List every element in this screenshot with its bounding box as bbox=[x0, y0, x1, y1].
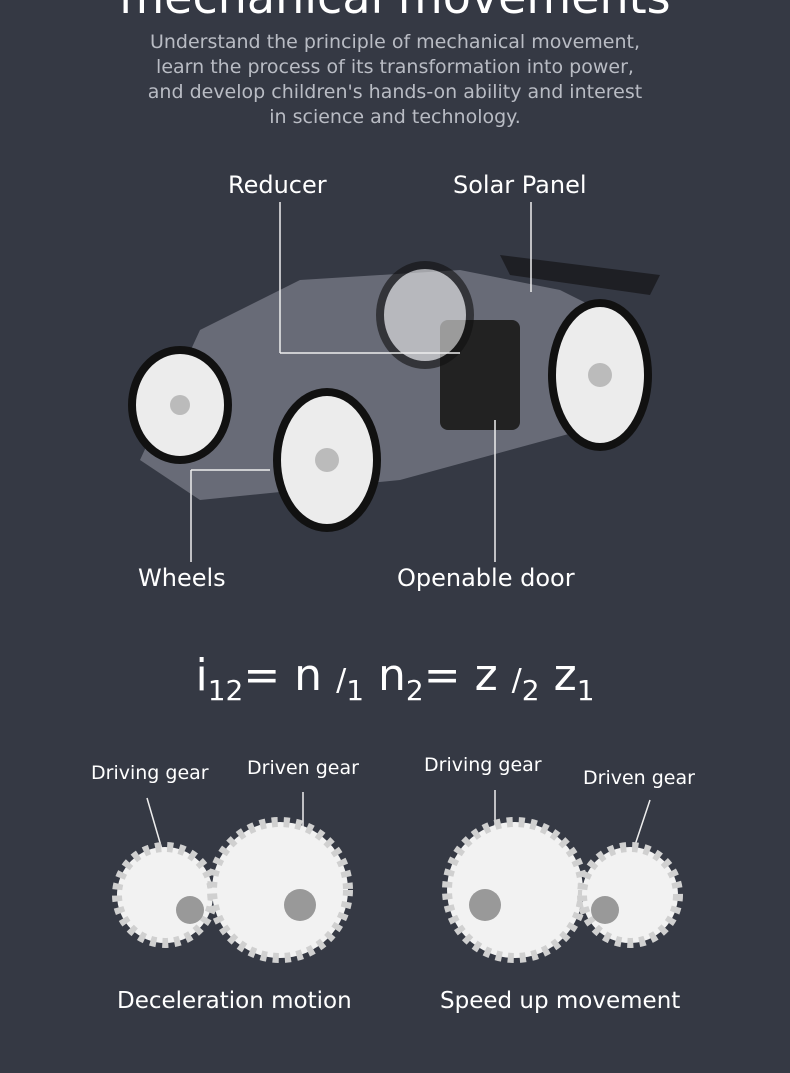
page-title: mechanical movements bbox=[0, 0, 790, 24]
car-illustration bbox=[128, 202, 660, 562]
label-driving-gear-right: Driving gear bbox=[424, 754, 542, 776]
label-driven-gear-right: Driven gear bbox=[583, 767, 695, 789]
label-wheels: Wheels bbox=[138, 564, 226, 592]
label-solar-panel: Solar Panel bbox=[453, 171, 587, 199]
caption-speed-up: Speed up movement bbox=[440, 988, 681, 1014]
label-reducer: Reducer bbox=[228, 171, 327, 199]
caption-deceleration: Deceleration motion bbox=[117, 988, 352, 1014]
label-driven-gear-left: Driven gear bbox=[247, 757, 359, 779]
label-driving-gear-left: Driving gear bbox=[91, 762, 209, 784]
gear-ratio-formula: i12= n /1 n2= z /2 z1 bbox=[195, 650, 595, 707]
description: Understand the principle of mechanical m… bbox=[147, 31, 643, 128]
gears-illustration bbox=[112, 790, 683, 963]
label-openable-door: Openable door bbox=[397, 564, 575, 592]
